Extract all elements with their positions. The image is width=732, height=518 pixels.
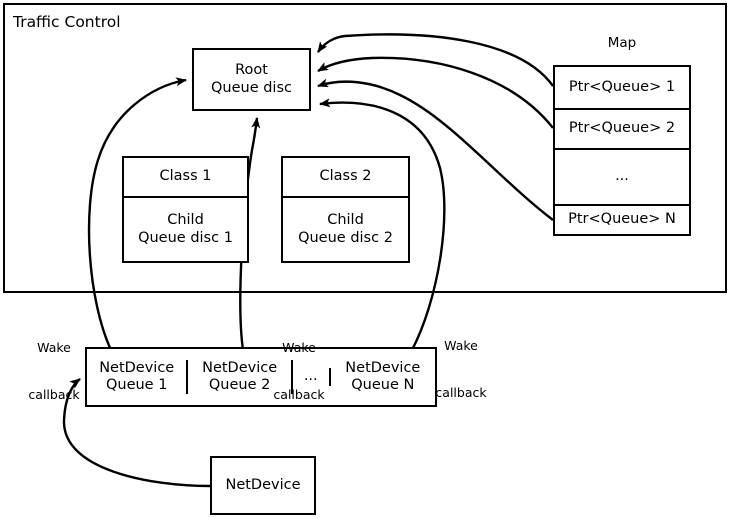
netdevice-queue-2[interactable]: NetDevice Queue 2 — [188, 359, 293, 395]
wake-callback-3-line1: Wake — [444, 338, 478, 354]
class-2-child-line1: Child — [327, 212, 364, 229]
arrow-netdevice-to-queue1 — [62, 378, 211, 488]
map-row-ptr-queue-1[interactable]: Ptr<Queue> 1 — [555, 67, 689, 110]
wake-callback-label-1: Wake callback — [17, 309, 91, 434]
netdevice-queue-2-line2: Queue 2 — [208, 377, 271, 393]
netdevice-queue-n-line1: NetDevice — [345, 359, 421, 376]
class-2-box[interactable]: Class 2 Child Queue disc 2 — [281, 156, 410, 263]
wake-callback-3-line2: callback — [435, 385, 487, 401]
arrow-map-ptr1-to-root — [317, 33, 554, 87]
class-1-child-qdisc: Child Queue disc 1 — [124, 198, 247, 261]
map-row-ptr-queue-n[interactable]: Ptr<Queue> N — [555, 206, 689, 234]
arrow-map-ptrN-to-root — [317, 78, 554, 221]
netdevice-box[interactable]: NetDevice — [210, 456, 316, 515]
root-queue-disc-line2: Queue disc — [210, 79, 292, 96]
wake-callback-2-line1: Wake — [282, 340, 316, 356]
wake-callback-1-line2: callback — [28, 387, 80, 403]
arrow-map-ptr2-to-root — [317, 56, 554, 129]
netdevice-queue-ellipsis-label: ... — [303, 368, 318, 385]
class-1-child-line1: Child — [167, 212, 204, 229]
netdevice-queue-strip: NetDevice Queue 1 NetDevice Queue 2 ... … — [85, 347, 437, 407]
traffic-control-container — [3, 3, 727, 293]
wake-callback-label-2: Wake callback — [262, 309, 336, 434]
netdevice-queue-n[interactable]: NetDevice Queue N — [330, 359, 436, 395]
wake-callback-2-line2: callback — [273, 387, 325, 403]
netdevice-queue-ellipsis: ... — [292, 368, 331, 386]
class-1-child-line2: Queue disc 1 — [138, 229, 233, 246]
wake-callback-1-line1: Wake — [37, 340, 71, 356]
map-box: Ptr<Queue> 1 Ptr<Queue> 2 ... Ptr<Queue>… — [553, 65, 691, 236]
map-row-ptr-queue-2[interactable]: Ptr<Queue> 2 — [555, 110, 689, 150]
traffic-control-title: Traffic Control — [13, 13, 121, 31]
netdevice-queue-1-line1: NetDevice — [99, 359, 175, 376]
netdevice-queue-n-line2: Queue N — [351, 377, 415, 393]
netdevice-queue-1-line2: Queue 1 — [105, 377, 168, 393]
netdevice-label: NetDevice — [225, 476, 301, 493]
netdevice-queue-2-line1: NetDevice — [202, 359, 278, 376]
root-queue-disc-box[interactable]: Root Queue disc — [192, 48, 311, 111]
netdevice-queue-1[interactable]: NetDevice Queue 1 — [87, 359, 189, 395]
root-queue-disc-line1: Root — [235, 62, 268, 79]
class-2-header: Class 2 — [283, 158, 408, 198]
map-row-ellipsis: ... — [555, 150, 689, 206]
wake-callback-label-3: Wake callback — [424, 307, 498, 432]
class-1-box[interactable]: Class 1 Child Queue disc 1 — [122, 156, 249, 263]
arrow-wake-callback-1 — [87, 77, 187, 351]
arrow-wake-callback-3 — [319, 98, 446, 351]
class-2-child-line2: Queue disc 2 — [298, 229, 393, 246]
class-1-header: Class 1 — [124, 158, 247, 198]
class-2-child-qdisc: Child Queue disc 2 — [283, 198, 408, 261]
map-title: Map — [607, 35, 637, 51]
